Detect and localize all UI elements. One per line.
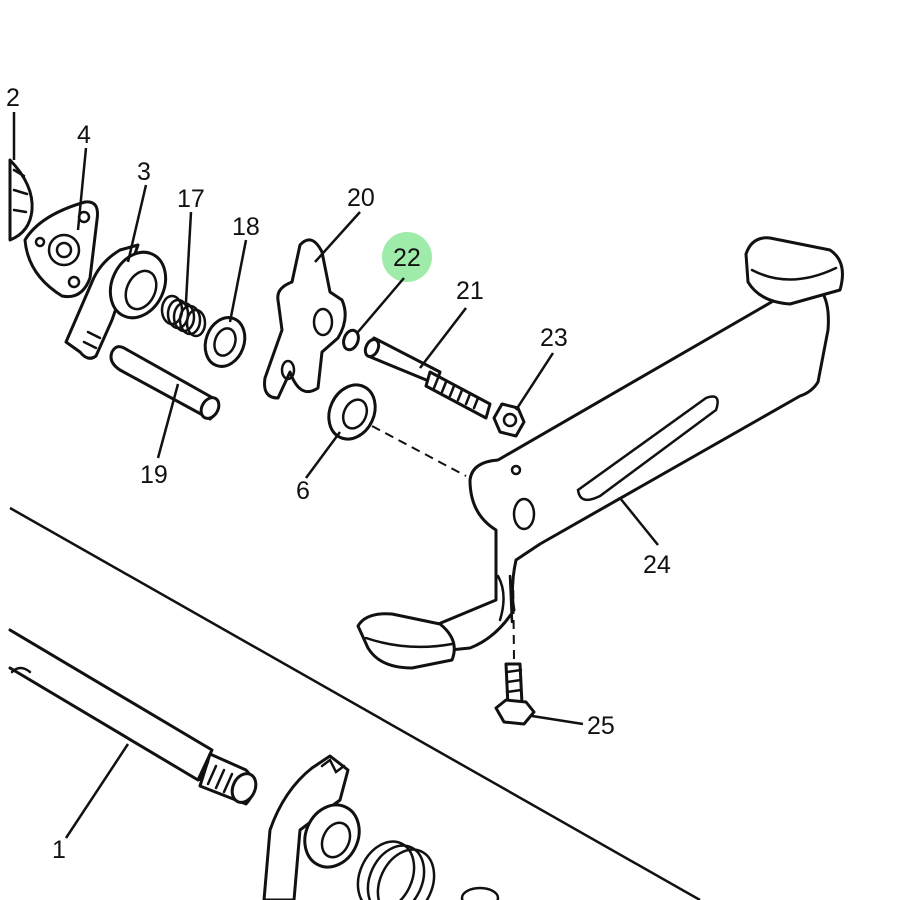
leader-6 [304,431,342,479]
callout-6: 6 [296,477,310,505]
leader-17 [184,211,193,303]
frame-divider-line [9,506,701,900]
leader-22 [357,277,405,333]
callout-24: 24 [643,551,671,579]
callout-20: 20 [347,184,375,212]
leader-lines [12,112,659,839]
callout-4: 4 [77,121,91,149]
leader-24 [619,497,659,546]
part-19-pin [109,345,221,421]
leader-20 [314,211,361,263]
callout-22-highlight [382,232,432,282]
leader-3 [126,184,148,263]
part-23-nut [492,402,526,438]
callout-1: 1 [52,836,66,864]
bottom-shift-cam-arm [262,754,361,900]
part-18-washer [203,316,247,368]
bottom-spring [356,840,500,900]
leader-25 [531,714,584,726]
part-25-bolt [494,662,536,726]
callout-18: 18 [232,213,260,241]
callout-25: 25 [587,712,615,740]
part-2-gear [8,158,34,242]
part-24-pedal [356,236,844,670]
callout-19: 19 [140,461,168,489]
callout-21: 21 [456,277,484,305]
part-1-shaft [8,628,258,806]
callout-3: 3 [137,158,151,186]
part-17-spring [160,294,207,338]
callout-17: 17 [177,185,205,213]
part-6-seal [327,383,377,441]
assembly-axis-horizontal [371,425,467,477]
callout-22: 22 [393,244,421,272]
leader-4 [76,147,88,231]
leader-18 [228,239,248,323]
leader-21 [419,307,467,369]
leader-23 [514,352,555,411]
part-22-oring [342,328,360,352]
leader-1 [64,743,130,839]
callout-labels: 2 4 3 17 18 20 22 21 23 19 6 24 25 1 [6,84,671,864]
part-20-lever [263,238,347,400]
part-4-plate [23,200,99,299]
part-3-shift-arm [64,243,168,360]
callout-23: 23 [540,324,568,352]
leader-19 [156,383,180,459]
part-21-shaft [363,336,492,420]
callout-2: 2 [6,84,20,112]
